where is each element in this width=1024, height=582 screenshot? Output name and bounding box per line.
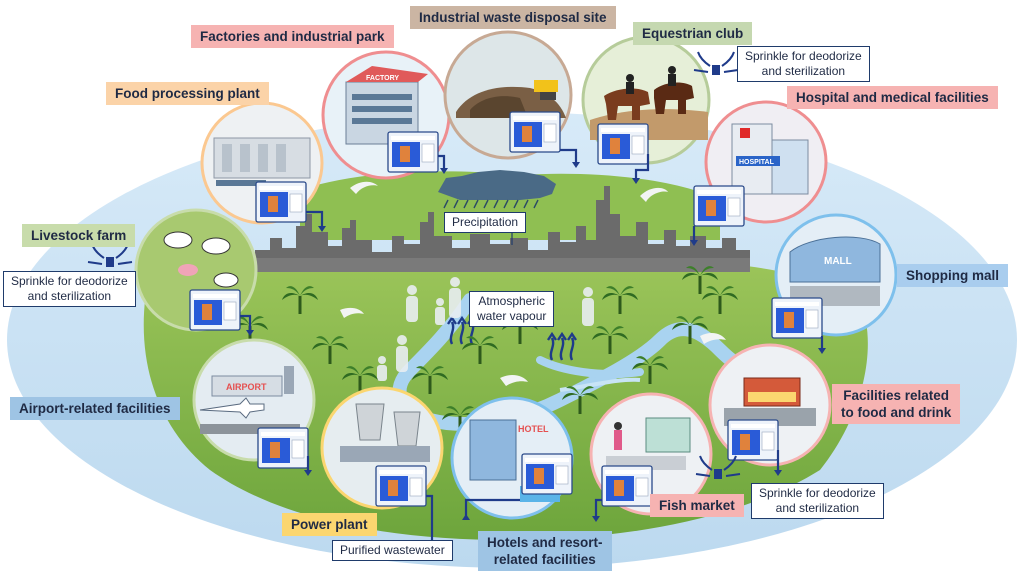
fish-market-circle (589, 392, 713, 516)
factory-circle: FACTORY (321, 50, 451, 180)
sprinkle-line2: and sterilization (775, 501, 860, 515)
flow-connectors (240, 148, 824, 540)
label-airport: Airport-related facilities (10, 397, 180, 420)
livestock-circle (134, 208, 258, 332)
label-hotels: Hotels and resort- related facilities (478, 531, 612, 571)
label-food-drink: Facilities related to food and drink (832, 384, 961, 424)
hospital-circle: HOSPITAL (693, 100, 828, 227)
label-hospital: Hospital and medical facilities (787, 86, 998, 109)
vapour-arrows-right (547, 331, 577, 361)
label-waste-site: Industrial waste disposal site (410, 6, 616, 29)
label-hotels-line1: Hotels and resort- (487, 535, 603, 550)
food-drink-circle (708, 343, 832, 467)
sprinkle-line2: and sterilization (27, 289, 112, 303)
waste-site-circle (443, 30, 573, 160)
rain-cloud (438, 170, 556, 209)
factory-sign-text: FACTORY (366, 75, 399, 82)
sprinkle-line1: Sprinkle for deodorize (745, 49, 862, 63)
hospital-sign-text: HOSPITAL (739, 159, 775, 166)
airport-sign-text: AIRPORT (226, 382, 267, 392)
hotel-sign-text: HOTEL (518, 424, 549, 434)
label-factories: Factories and industrial park (191, 25, 394, 48)
sprinkle-line2: and sterilization (761, 64, 846, 78)
label-equestrian: Equestrian club (633, 22, 753, 45)
label-food-drink-line1: Facilities related (843, 388, 950, 403)
sprinkle-callout-equestrian: Sprinkle for deodorize and sterilization (737, 46, 870, 82)
vapour-callout-line1: Atmospheric (478, 294, 546, 308)
city-skyline (255, 186, 750, 262)
label-fish-market: Fish market (650, 494, 744, 517)
vapour-callout-line2: water vapour (477, 309, 547, 323)
sprinkle-line1: Sprinkle for deodorize (759, 486, 876, 500)
label-food-processing: Food processing plant (106, 82, 269, 105)
hotel-circle: HOTEL (450, 396, 574, 520)
mall-circle: MALL (771, 213, 898, 339)
vapour-callout: Atmospheric water vapour (469, 291, 555, 327)
food-processing-circle (200, 101, 324, 225)
label-food-drink-line2: to food and drink (841, 405, 952, 420)
birds (340, 181, 726, 386)
people-silhouettes (377, 277, 594, 381)
sprinkler-icon (695, 455, 741, 479)
sprinkle-callout-livestock: Sprinkle for deodorize and sterilization (3, 271, 136, 307)
equestrian-circle (581, 35, 711, 165)
sprinkle-line1: Sprinkle for deodorize (11, 274, 128, 288)
label-livestock: Livestock farm (22, 224, 136, 247)
power-plant-circle (320, 386, 444, 510)
label-hotels-line2: related facilities (493, 552, 596, 567)
precipitation-callout: Precipitation (444, 212, 527, 233)
wastewater-callout: Purified wastewater (332, 540, 453, 561)
airport-circle: AIRPORT (192, 338, 316, 469)
sprinkle-callout-fish-market: Sprinkle for deodorize and sterilization (751, 483, 884, 519)
label-power-plant: Power plant (282, 513, 377, 536)
label-shopping-mall: Shopping mall (897, 264, 1008, 287)
sprinkler-icon (693, 51, 739, 75)
river (392, 293, 797, 431)
mall-sign-text: MALL (824, 256, 852, 267)
